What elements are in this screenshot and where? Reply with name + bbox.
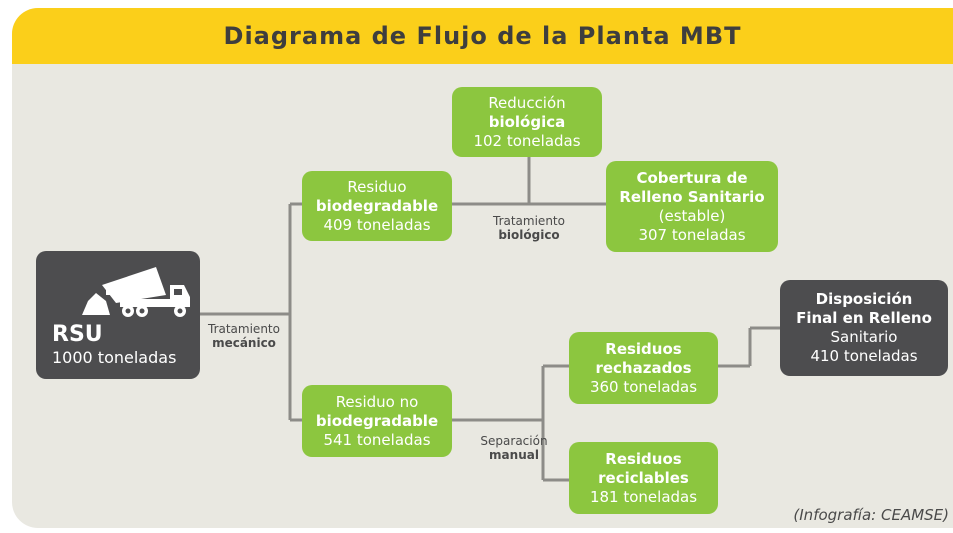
final-disposal-line2: Final en Relleno (796, 309, 932, 327)
rsu-box: RSU 1000 toneladas (36, 251, 200, 379)
recyclable-line2: reciclables (598, 468, 689, 487)
recyclable-box: Residuos reciclables 181 toneladas (569, 442, 718, 514)
diagram-title: Diagrama de Flujo de la Planta MBT (223, 22, 742, 50)
rejected-line2: rechazados (595, 358, 692, 377)
caption-biological-line1: Tratamiento (493, 214, 565, 228)
caption-mechanical-line2: mecánico (212, 336, 276, 350)
biodegradable-line2: biodegradable (315, 196, 439, 215)
non-biodegradable-line3: 541 toneladas (323, 430, 431, 449)
landfill-cover-line2: Relleno Sanitario (619, 187, 765, 206)
biological-reduction-box: Reducción biológica 102 toneladas (452, 87, 602, 157)
caption-mechanical: Tratamiento mecánico (202, 322, 286, 350)
header-bar: Diagrama de Flujo de la Planta MBT (12, 8, 953, 64)
connector-lines (200, 156, 780, 482)
rsu-title: RSU (52, 322, 103, 347)
biological-reduction-line2: biológica (488, 112, 566, 131)
caption-biological: Tratamiento biológico (486, 214, 572, 242)
caption-mechanical-line1: Tratamiento (208, 322, 280, 336)
biodegradable-line3: 409 toneladas (323, 215, 431, 234)
final-disposal-line3: Sanitario (830, 328, 898, 346)
recyclable-line1: Residuos (605, 449, 682, 468)
landfill-cover-box: Cobertura de Relleno Sanitario (estable)… (606, 161, 778, 252)
credit-text: (Infografía: CEAMSE) (793, 506, 949, 524)
landfill-cover-line1: Cobertura de (636, 168, 748, 187)
biodegradable-line1: Residuo (347, 177, 407, 196)
biological-reduction-line3: 102 toneladas (473, 131, 581, 150)
non-biodegradable-box: Residuo no biodegradable 541 toneladas (302, 385, 452, 457)
biodegradable-box: Residuo biodegradable 409 toneladas (302, 171, 452, 241)
rejected-box: Residuos rechazados 360 toneladas (569, 332, 718, 404)
caption-manual-line1: Separación (480, 434, 548, 448)
non-biodegradable-line2: biodegradable (315, 411, 439, 430)
landfill-cover-line3: (estable) (658, 206, 726, 225)
biological-reduction-line1: Reducción (488, 93, 566, 112)
final-disposal-line4: 410 toneladas (810, 347, 918, 365)
caption-manual: Separación manual (476, 434, 552, 462)
non-biodegradable-line1: Residuo no (335, 392, 419, 411)
recyclable-line3: 181 toneladas (589, 487, 698, 506)
dump-truck-icon (82, 267, 190, 317)
infographic-card: Diagrama de Flujo de la Planta MBT (12, 8, 953, 528)
final-disposal-box: Disposición Final en Relleno Sanitario 4… (780, 280, 948, 376)
rejected-line3: 360 toneladas (589, 377, 698, 396)
landfill-cover-line4: 307 toneladas (638, 225, 746, 244)
caption-biological-line2: biológico (498, 228, 560, 242)
caption-manual-line2: manual (489, 448, 539, 462)
rsu-subtitle: 1000 toneladas (52, 348, 177, 367)
rejected-line1: Residuos (605, 339, 682, 358)
final-disposal-line1: Disposición (815, 290, 913, 308)
